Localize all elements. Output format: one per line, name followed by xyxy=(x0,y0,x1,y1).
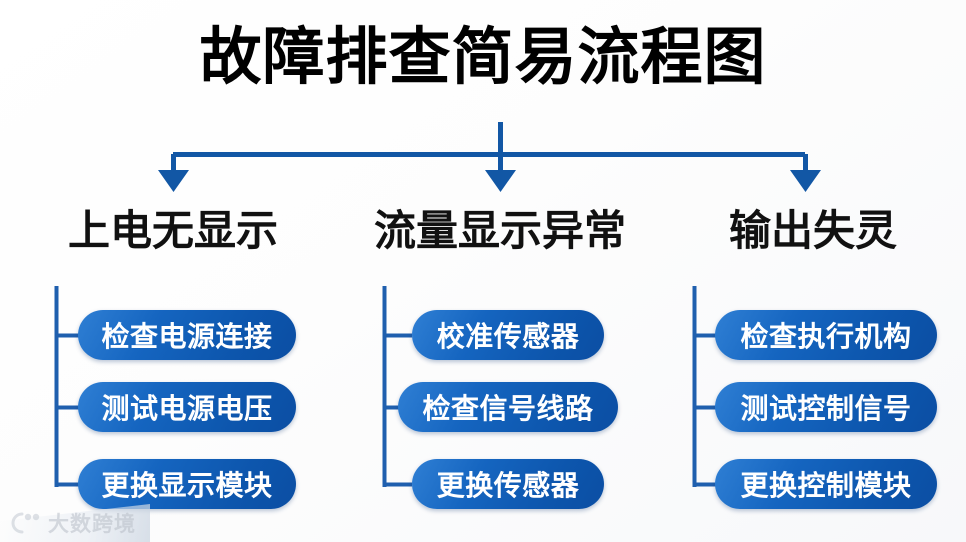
arrowhead-icon-1 xyxy=(158,170,189,192)
branch-heading-1: 上电无显示 xyxy=(67,207,278,254)
arrowhead-icon-2 xyxy=(485,170,516,192)
step-pill-3-1[interactable]: 检查执行机构 xyxy=(715,310,937,360)
branch-heading-2: 流量显示异常 xyxy=(373,207,626,254)
watermark-text: 大数跨境 xyxy=(48,513,136,536)
circle-paw-logo-icon xyxy=(8,510,42,536)
step-pill-2-1[interactable]: 校准传感器 xyxy=(412,310,604,360)
step-pill-2-3[interactable]: 更换传感器 xyxy=(412,459,604,509)
step-pill-3-2[interactable]: 测试控制信号 xyxy=(715,382,937,432)
arrowhead-icon-3 xyxy=(790,170,821,192)
branch-heading-3: 输出失灵 xyxy=(728,207,897,254)
step-pill-1-3[interactable]: 更换显示模块 xyxy=(78,459,296,509)
page-title: 故障排查简易流程图 xyxy=(199,23,767,92)
step-pill-3-3[interactable]: 更换控制模块 xyxy=(715,459,937,509)
step-pill-1-2[interactable]: 测试电源电压 xyxy=(78,382,296,432)
step-pill-1-1[interactable]: 检查电源连接 xyxy=(78,310,296,360)
step-pill-2-2[interactable]: 检查信号线路 xyxy=(398,382,618,432)
watermark: 大数跨境 xyxy=(8,508,136,538)
